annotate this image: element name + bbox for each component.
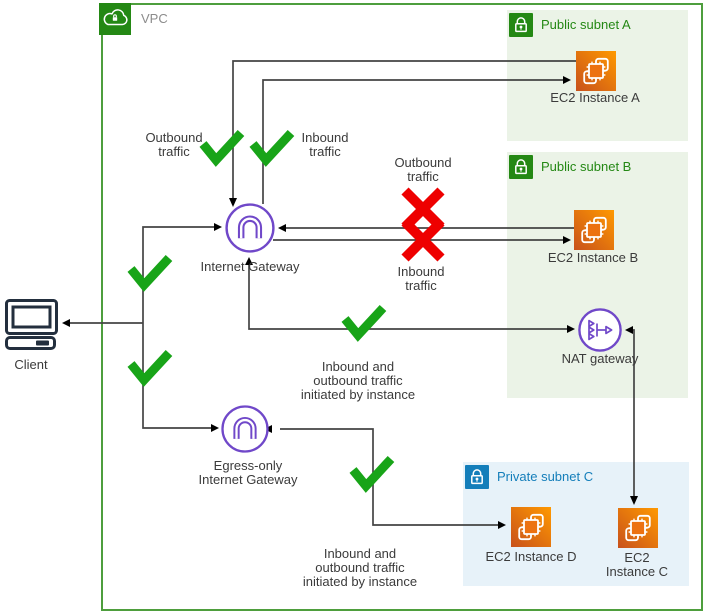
public-subnet-a-label: Public subnet A xyxy=(541,17,631,32)
internet-gateway-icon xyxy=(225,203,275,253)
client xyxy=(5,299,58,356)
ec2-instance-c-label: EC2 Instance C xyxy=(605,550,669,579)
ec2-instance-b xyxy=(574,210,614,255)
ec2-instance-a xyxy=(576,51,616,96)
public-subnet-b-label: Public subnet B xyxy=(541,159,632,174)
egress-only-internet-gateway-icon xyxy=(221,405,269,453)
ec2-instance-d xyxy=(511,507,551,552)
egress-only-internet-gateway-label: Egress-only Internet Gateway xyxy=(198,458,298,487)
public-subnet-a-lock-icon xyxy=(509,13,533,37)
internet-gateway xyxy=(224,202,276,259)
annotation-inbound-traffic-blocked: Inbound traffic xyxy=(397,264,445,293)
arrowhead-into-client xyxy=(62,319,70,327)
vpc-label: VPC xyxy=(141,11,168,26)
egress-only-internet-gateway xyxy=(220,404,270,459)
ec2-instance-icon xyxy=(576,51,616,91)
nat-gateway xyxy=(577,307,623,358)
internet-gateway-label: Internet Gateway xyxy=(200,259,300,274)
private-subnet-c-lock-icon xyxy=(465,465,489,489)
ec2-instance-icon xyxy=(574,210,614,250)
ec2-instance-d-label: EC2 Instance D xyxy=(485,549,577,564)
public-subnet-b-lock-icon xyxy=(509,155,533,179)
annotation-eigw-flow: Inbound and outbound traffic initiated b… xyxy=(302,546,418,589)
ec2-instance-icon xyxy=(511,507,551,547)
nat-gateway-label: NAT gateway xyxy=(561,351,639,366)
client-label: Client xyxy=(14,357,48,372)
client-computer-icon xyxy=(5,299,58,350)
nat-gateway-icon xyxy=(578,308,622,352)
annotation-nat-flow: Inbound and outbound traffic initiated b… xyxy=(300,359,416,402)
ec2-instance-icon xyxy=(618,508,658,548)
annotation-inbound-traffic-top: Inbound traffic xyxy=(301,130,349,159)
ec2-instance-c xyxy=(618,508,658,553)
ec2-instance-b-label: EC2 Instance B xyxy=(547,250,639,265)
annotation-outbound-traffic-blocked: Outbound traffic xyxy=(394,155,452,184)
annotation-outbound-traffic-top: Outbound traffic xyxy=(145,130,203,159)
private-subnet-c-label: Private subnet C xyxy=(497,469,594,484)
vpc-cloud-icon xyxy=(99,3,131,35)
ec2-instance-a-label: EC2 Instance A xyxy=(550,90,640,105)
